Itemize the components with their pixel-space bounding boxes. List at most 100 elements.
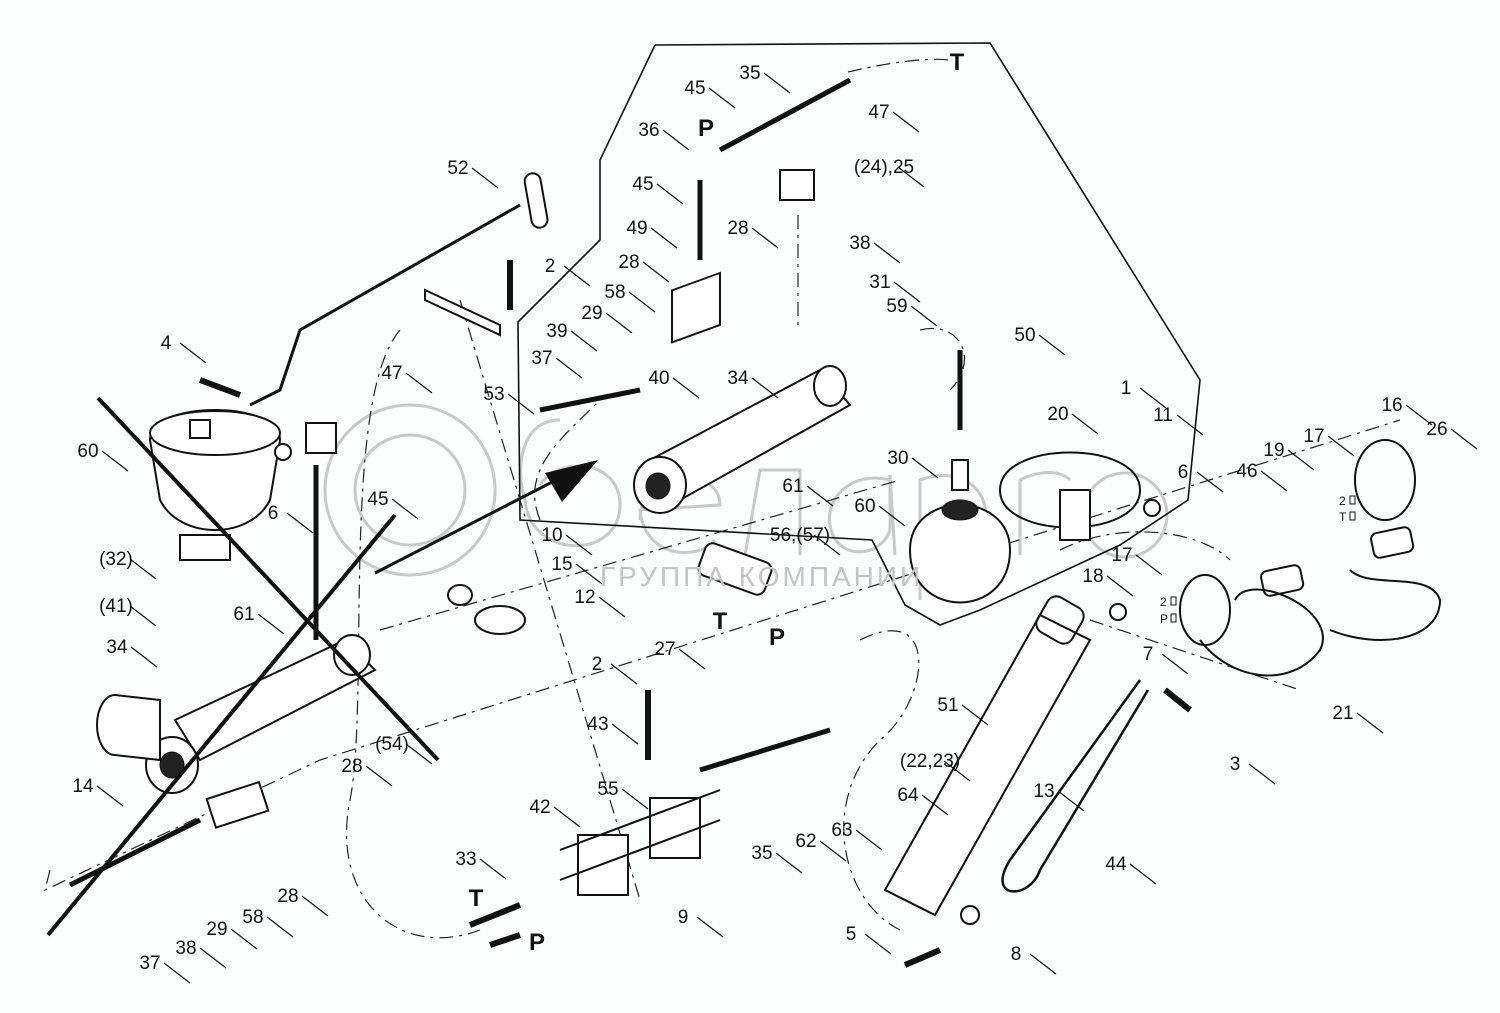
- clamp-20: [998, 451, 1142, 541]
- leader-line: [1106, 575, 1134, 597]
- leader-line: [1260, 470, 1288, 492]
- leader-line: [391, 498, 419, 520]
- part-number-label: 7: [1143, 644, 1154, 665]
- leader-line: [479, 858, 507, 880]
- part-number-label: 53: [483, 384, 504, 405]
- part-number-label: 14: [72, 776, 94, 797]
- part-number-label: 28: [277, 886, 298, 907]
- port-label: T: [713, 608, 728, 635]
- leader-line: [129, 605, 157, 627]
- part-number-label: 64: [897, 785, 919, 806]
- part-number-label: 45: [684, 78, 705, 99]
- leader-line: [893, 281, 921, 303]
- part-number-label: 61: [233, 604, 254, 625]
- part-number-label: 45: [367, 489, 388, 510]
- part-number-label: 58: [242, 907, 263, 928]
- leader-line: [806, 485, 834, 507]
- leader-line: [1248, 763, 1276, 785]
- part-number-label: 31: [869, 272, 890, 293]
- part-number-label: 34: [106, 637, 128, 658]
- part-number-label: 61: [782, 476, 803, 497]
- leader-line: [656, 183, 684, 205]
- leader-line: [911, 457, 939, 479]
- part-number-label: 10: [541, 525, 562, 546]
- part-number-label: 12: [574, 587, 595, 608]
- leader-line: [507, 393, 535, 415]
- part-number-label: (22,23): [900, 751, 960, 772]
- leader-line: [101, 450, 129, 472]
- hydraulic-cylinder-61: [633, 365, 852, 514]
- part-number-label: 15: [551, 554, 572, 575]
- leader-line: [553, 806, 581, 828]
- leader-line: [813, 534, 841, 556]
- part-number-label: 11: [1153, 405, 1173, 426]
- part-number-label: 40: [648, 368, 669, 389]
- arrow-head: [545, 460, 598, 502]
- leader-line: [650, 227, 678, 249]
- leader-line: [1176, 414, 1204, 436]
- leader-line: [405, 372, 433, 394]
- part-number-label: 17: [1303, 426, 1324, 447]
- leader-line: [892, 111, 920, 133]
- part-number-label: 16: [1381, 395, 1402, 416]
- leader-line: [775, 852, 803, 874]
- port-label: P: [529, 929, 545, 956]
- part-number-label: 35: [739, 63, 760, 84]
- leader-line: [365, 765, 393, 787]
- part-number-label: 34: [727, 368, 749, 389]
- part-number-label: 30: [887, 448, 908, 469]
- leader-lines: [96, 72, 1478, 984]
- leader-line: [1135, 554, 1163, 576]
- assembly-boundary: [517, 42, 1201, 626]
- part-number-label: 26: [1426, 419, 1447, 440]
- port-label: T: [469, 885, 484, 912]
- leader-line: [763, 72, 791, 94]
- leader-line: [286, 512, 314, 534]
- leader-line: [129, 558, 157, 580]
- leader-line: [678, 648, 706, 670]
- port-label: P: [698, 115, 714, 142]
- leader-line: [921, 794, 949, 816]
- leader-line: [864, 933, 892, 955]
- leader-line: [910, 305, 938, 327]
- part-number-label: 5: [846, 924, 857, 945]
- port-label: P: [769, 624, 785, 651]
- part-number-label: 55: [597, 779, 618, 800]
- part-number-label: 9: [678, 907, 689, 928]
- part-number-label: 2: [545, 256, 556, 277]
- components: [68, 77, 1442, 968]
- part-number-label: 47: [868, 102, 889, 123]
- leader-line: [1029, 953, 1057, 975]
- leader-line: [611, 723, 639, 745]
- leader-line: [751, 227, 779, 249]
- part-number-label: 38: [175, 938, 196, 959]
- leader-line: [266, 916, 294, 938]
- part-number-label: 38: [849, 233, 870, 254]
- part-number-label: 19: [1263, 440, 1284, 461]
- hydraulic-cylinder-61-left: [96, 634, 377, 794]
- leader-line: [405, 743, 433, 765]
- part-number-label: 6: [268, 503, 279, 524]
- dash-lines: [44, 58, 1401, 939]
- leader-line: [1287, 449, 1315, 471]
- leader-line: [598, 596, 626, 618]
- leader-line: [751, 377, 779, 399]
- part-number-label: 29: [206, 919, 227, 940]
- leader-line: [96, 785, 124, 807]
- leader-line: [130, 646, 158, 668]
- leader-line: [1450, 428, 1478, 450]
- part-number-label: 39: [546, 321, 567, 342]
- part-number-label: 33: [455, 849, 476, 870]
- part-number-label: 49: [626, 218, 647, 239]
- part-number-label: 47: [381, 363, 402, 384]
- leader-line: [1139, 387, 1167, 409]
- leader-line: [873, 242, 901, 264]
- part-number-label: 50: [1014, 325, 1035, 346]
- leader-line: [662, 129, 690, 151]
- leader-line: [943, 760, 971, 782]
- part-number-label: 44: [1105, 854, 1127, 875]
- port-seal-icon: [1170, 596, 1177, 606]
